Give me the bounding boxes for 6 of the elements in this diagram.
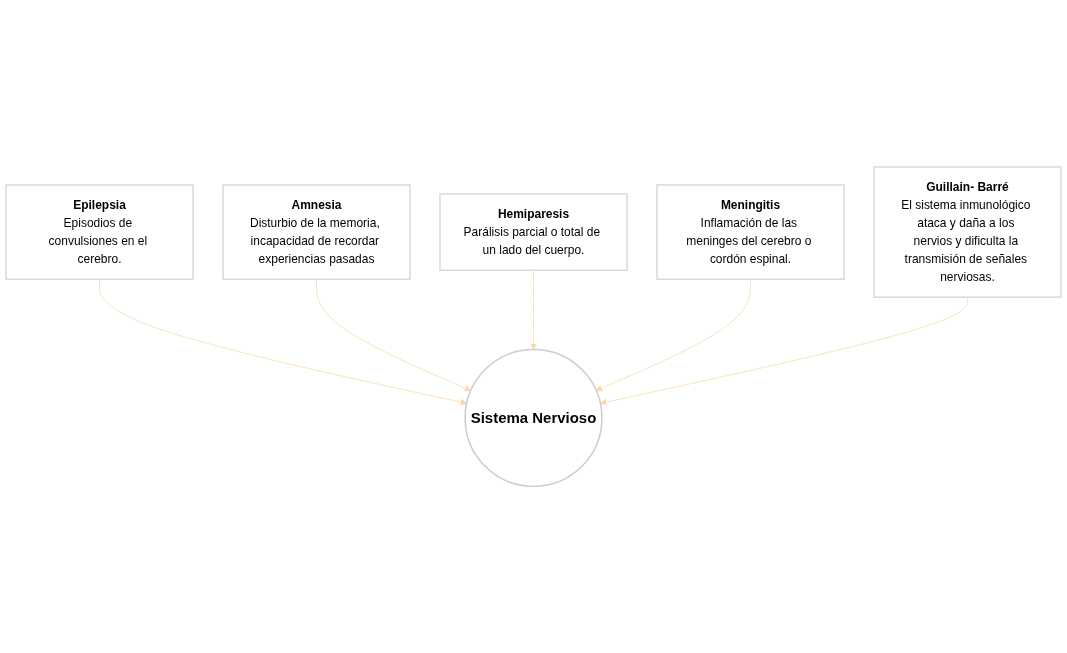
node-box: Epilepsia Episodios de convulsiones en el cerebro. bbox=[5, 184, 194, 280]
node-box: Meningitis Inflamación de las meninges del cerebro o cordón espinal. bbox=[656, 184, 845, 280]
node-box: Hemiparesis Parálisis parcial o total de un lado del cuerpo. bbox=[439, 193, 628, 271]
node-box: Amnesia Disturbio de la memoria, incapacidad de recordar experiencias pasadas bbox=[222, 184, 411, 280]
node-box: Guillain- Barré El sistema inmunológico ataca y daña a los nervios y dificulta la transmisión de señales nerviosas. bbox=[873, 166, 1062, 298]
node-circle: Sistema Nervioso bbox=[464, 348, 603, 487]
